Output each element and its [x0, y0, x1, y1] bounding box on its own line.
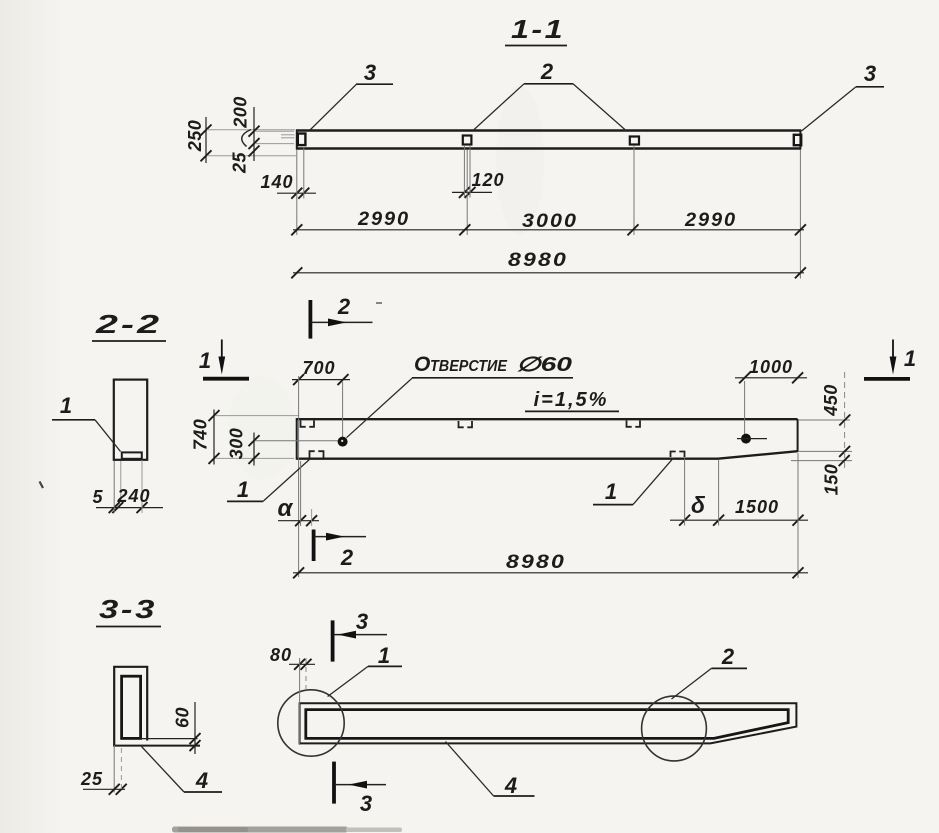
svg-text:2-2: 2-2 — [94, 309, 162, 339]
svg-text:1: 1 — [60, 393, 72, 418]
svg-text:300: 300 — [227, 428, 247, 460]
svg-text:1: 1 — [904, 346, 916, 371]
svg-text:2990: 2990 — [357, 209, 410, 230]
svg-text:1500: 1500 — [735, 497, 779, 517]
svg-text:∅60: ∅60 — [516, 354, 572, 376]
svg-text:200: 200 — [231, 96, 251, 129]
svg-text:5: 5 — [92, 487, 103, 507]
svg-text:700: 700 — [302, 358, 335, 378]
svg-text:3: 3 — [356, 609, 368, 634]
svg-text:3: 3 — [864, 61, 876, 86]
svg-text:4: 4 — [504, 773, 517, 798]
svg-text:2: 2 — [721, 644, 735, 669]
svg-text:О: О — [414, 353, 430, 376]
svg-text:4: 4 — [195, 768, 208, 793]
svg-text:740: 740 — [191, 419, 211, 451]
svg-text:3: 3 — [364, 60, 376, 85]
svg-text:1-1: 1-1 — [511, 14, 565, 44]
svg-text:α: α — [278, 495, 294, 522]
svg-text:140: 140 — [260, 172, 293, 192]
svg-text:80: 80 — [270, 645, 292, 665]
svg-text:8980: 8980 — [506, 552, 566, 573]
svg-text:2990: 2990 — [684, 210, 737, 231]
svg-text:150: 150 — [822, 464, 842, 496]
svg-text:1: 1 — [378, 643, 390, 668]
svg-text:2: 2 — [337, 294, 351, 319]
svg-text:3-3: 3-3 — [99, 594, 157, 624]
svg-text:δ: δ — [691, 492, 706, 518]
svg-text:2: 2 — [340, 545, 354, 570]
svg-text:250: 250 — [185, 120, 205, 153]
svg-text:120: 120 — [471, 170, 504, 190]
svg-text:3000: 3000 — [522, 211, 578, 232]
svg-text:i=1,5%: i=1,5% — [534, 389, 609, 411]
svg-text:1: 1 — [605, 479, 617, 504]
svg-text:ТВЕРСТИЕ: ТВЕРСТИЕ — [430, 358, 508, 375]
svg-text:450: 450 — [821, 384, 841, 417]
svg-text:240: 240 — [116, 486, 150, 506]
svg-text:2: 2 — [540, 59, 554, 84]
svg-text:8980: 8980 — [508, 250, 568, 271]
svg-text:25: 25 — [80, 769, 103, 789]
svg-text:3: 3 — [360, 791, 372, 816]
svg-text:1: 1 — [199, 348, 211, 373]
svg-text:1000: 1000 — [749, 357, 793, 377]
svg-text:1: 1 — [237, 477, 249, 502]
svg-text:60: 60 — [173, 707, 193, 728]
svg-text:25: 25 — [230, 152, 250, 175]
